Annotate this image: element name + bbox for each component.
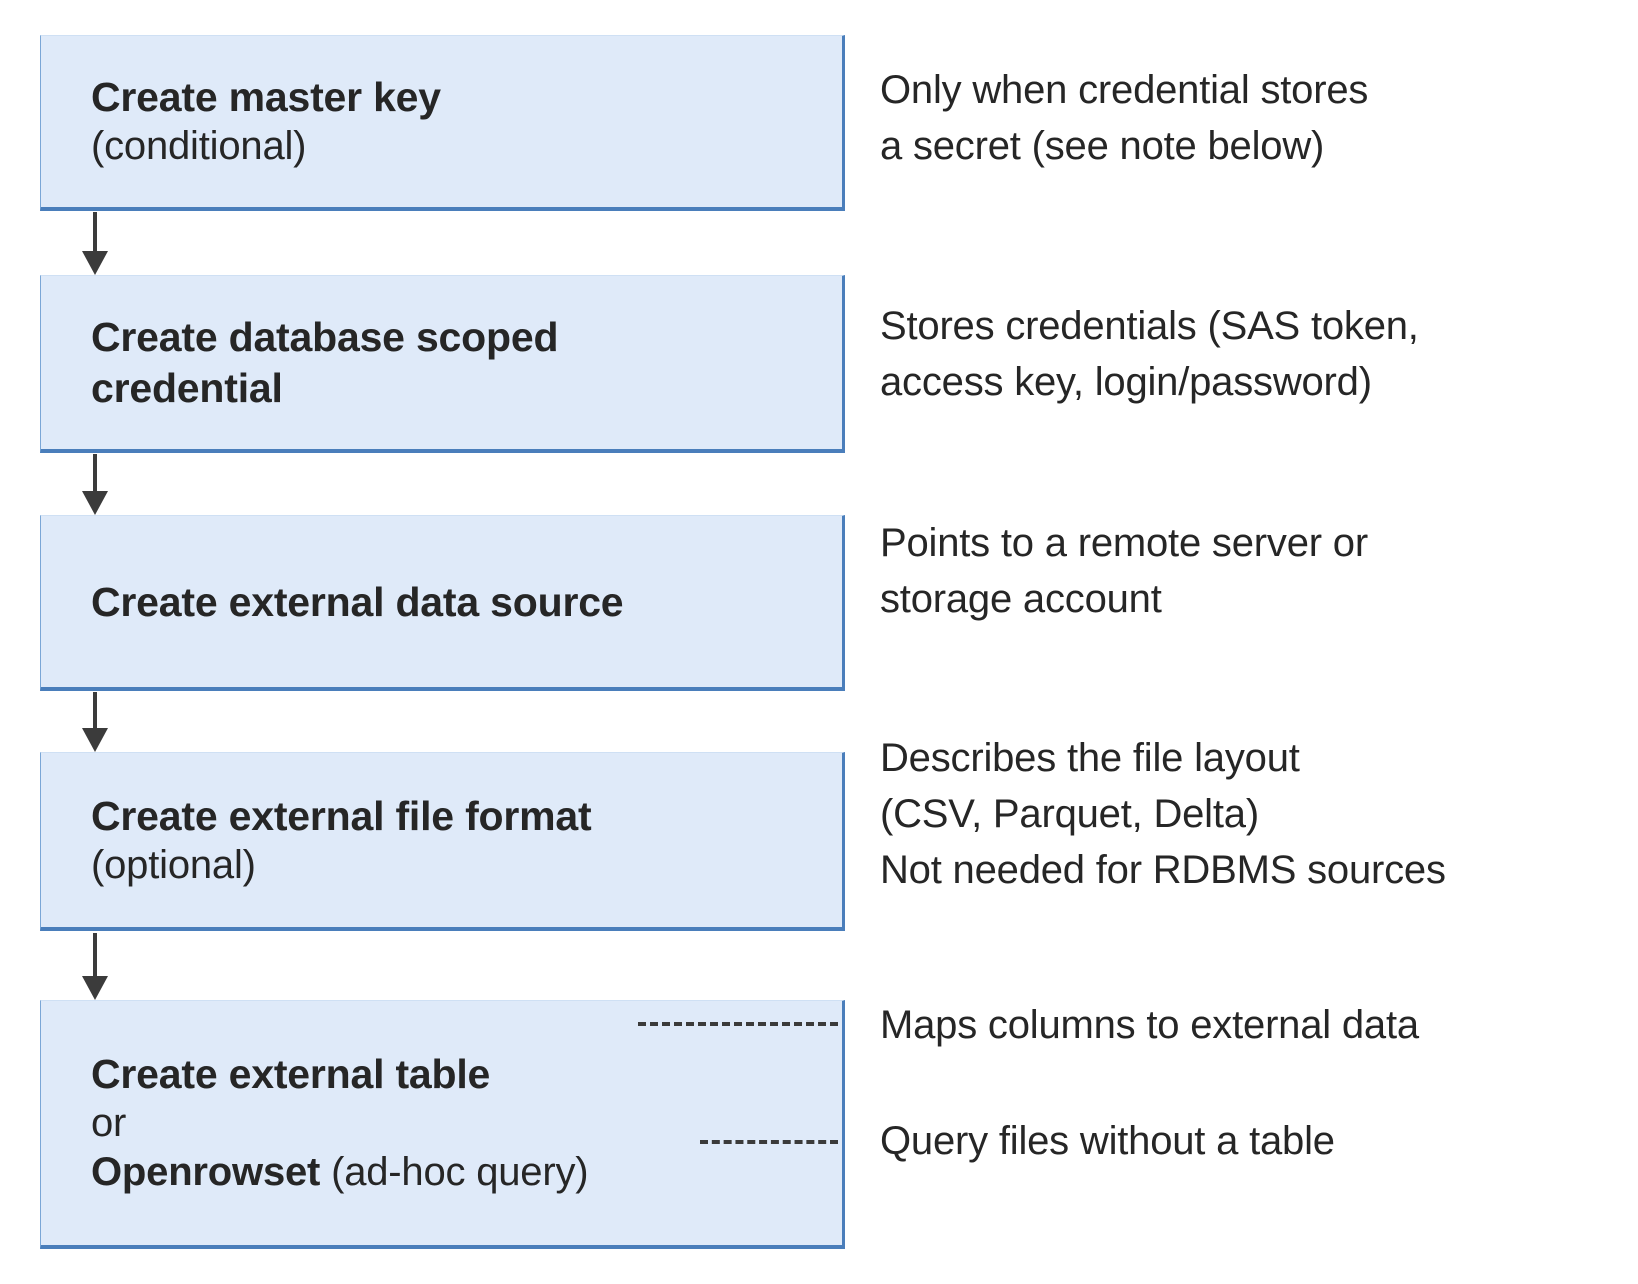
annotation-create-external-file-format: Describes the file layout (CSV, Parquet,… [880, 730, 1446, 898]
annotation-line: access key, login/password) [880, 360, 1372, 404]
step-subtitle: (conditional) [91, 124, 307, 169]
annotation-line: Maps columns to external data [880, 1003, 1419, 1047]
openrowset-qualifier: (ad-hoc query) [320, 1150, 589, 1194]
arrow-shaft [93, 454, 97, 492]
step-box-create-external-data-source: Create external data source [40, 515, 845, 691]
step-box-content: Create external file format (optional) [41, 791, 842, 890]
arrow-shaft [93, 933, 97, 977]
flow-arrow-down-icon [82, 933, 108, 1000]
step-box-create-master-key: Create master key (conditional) [40, 35, 845, 211]
step-box-content: Create master key (conditional) [41, 72, 842, 171]
dashed-connector-openrowset [700, 1140, 838, 1144]
arrow-head [82, 976, 108, 1000]
step-box-content: Create external data source [41, 575, 842, 627]
step-box-create-external-file-format: Create external file format (optional) [40, 752, 845, 931]
annotation-line: a secret (see note below) [880, 124, 1325, 168]
annotation-line: Only when credential stores [880, 68, 1369, 112]
annotation-external-table: Maps columns to external data [880, 997, 1419, 1053]
arrow-head [82, 491, 108, 515]
annotation-create-external-data-source: Points to a remote server or storage acc… [880, 515, 1368, 627]
openrowset-keyword: Openrowset [91, 1150, 321, 1194]
annotation-create-master-key: Only when credential stores a secret (se… [880, 62, 1368, 174]
step-separator-or: or [91, 1101, 127, 1146]
step-title: Create external data source [91, 579, 624, 626]
step-title: Create external file format [91, 792, 592, 839]
step-title: Create master key [91, 74, 441, 121]
flow-arrow-down-icon [82, 212, 108, 275]
annotation-line: Describes the file layout [880, 736, 1300, 780]
annotation-line: Points to a remote server or [880, 521, 1368, 565]
step-title-openrowset: Openrowset (ad-hoc query) [91, 1148, 828, 1197]
annotation-create-database-scoped-credential: Stores credentials (SAS token, access ke… [880, 298, 1419, 410]
arrow-head [82, 728, 108, 752]
annotation-line: (CSV, Parquet, Delta) [880, 792, 1259, 836]
step-title-line-1: Create database scoped [91, 314, 559, 361]
dashed-connector-external-table [638, 1022, 838, 1026]
step-box-create-external-table-or-openrowset: Create external table or Openrowset (ad-… [40, 1000, 845, 1249]
step-box-content: Create external table or Openrowset (ad-… [41, 1049, 842, 1197]
step-subtitle: (optional) [91, 842, 256, 887]
step-title-line-2: credential [91, 364, 283, 411]
annotation-line: Query files without a table [880, 1119, 1335, 1163]
arrow-shaft [93, 692, 97, 729]
arrow-shaft [93, 212, 97, 252]
annotation-line: Not needed for RDBMS sources [880, 848, 1446, 892]
flow-arrow-down-icon [82, 692, 108, 752]
annotation-openrowset: Query files without a table [880, 1113, 1335, 1169]
step-title-external-table: Create external table [91, 1051, 491, 1098]
step-box-content: Create database scoped credential [41, 312, 842, 412]
annotation-line: storage account [880, 577, 1162, 621]
flow-arrow-down-icon [82, 454, 108, 515]
step-box-create-database-scoped-credential: Create database scoped credential [40, 275, 845, 453]
annotation-line: Stores credentials (SAS token, [880, 304, 1419, 348]
arrow-head [82, 251, 108, 275]
